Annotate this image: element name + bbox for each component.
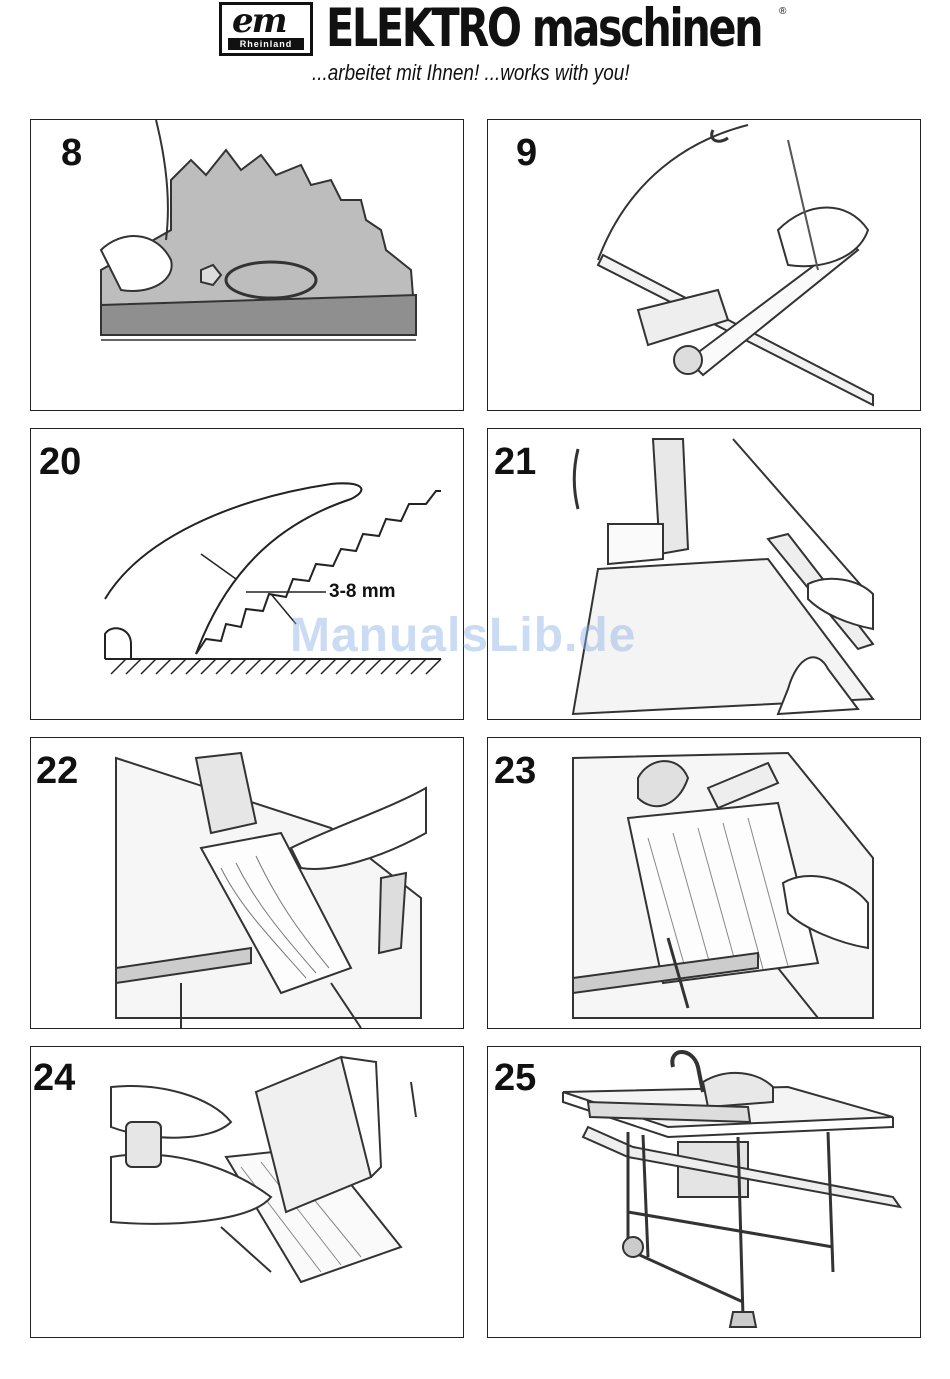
company-logo: em Rheinland (219, 2, 313, 56)
figure-25-illustration (488, 1047, 921, 1338)
figure-24: 24 (30, 1046, 464, 1338)
slogan: ...arbeitet mit Ihnen! ...works with you… (312, 60, 630, 86)
page-header: em Rheinland ELEKTRO maschinen ® ...arbe… (0, 0, 950, 100)
figure-24-illustration (31, 1047, 464, 1338)
measurement-callout: 3-8 mm (329, 581, 396, 603)
figure-23: 23 (487, 737, 921, 1029)
figure-9: 9 (487, 119, 921, 411)
brand-name: ELEKTRO maschinen (326, 0, 761, 59)
figure-20-illustration (31, 429, 464, 720)
logo-subtext: Rheinland (228, 38, 304, 50)
figure-25: 25 (487, 1046, 921, 1338)
figure-9-illustration (488, 120, 921, 411)
watermark: ManualsLib.de (290, 608, 636, 663)
figure-8: 8 (30, 119, 464, 411)
figure-23-illustration (488, 738, 921, 1029)
figure-20: 20 3-8 mm (30, 428, 464, 720)
figure-22-illustration (31, 738, 464, 1029)
figure-21-illustration (488, 429, 921, 720)
figure-8-illustration (31, 120, 464, 411)
logo-mark: em (232, 1, 286, 41)
figure-21: 21 (487, 428, 921, 720)
registered-mark: ® (779, 6, 786, 17)
figure-22: 22 (30, 737, 464, 1029)
